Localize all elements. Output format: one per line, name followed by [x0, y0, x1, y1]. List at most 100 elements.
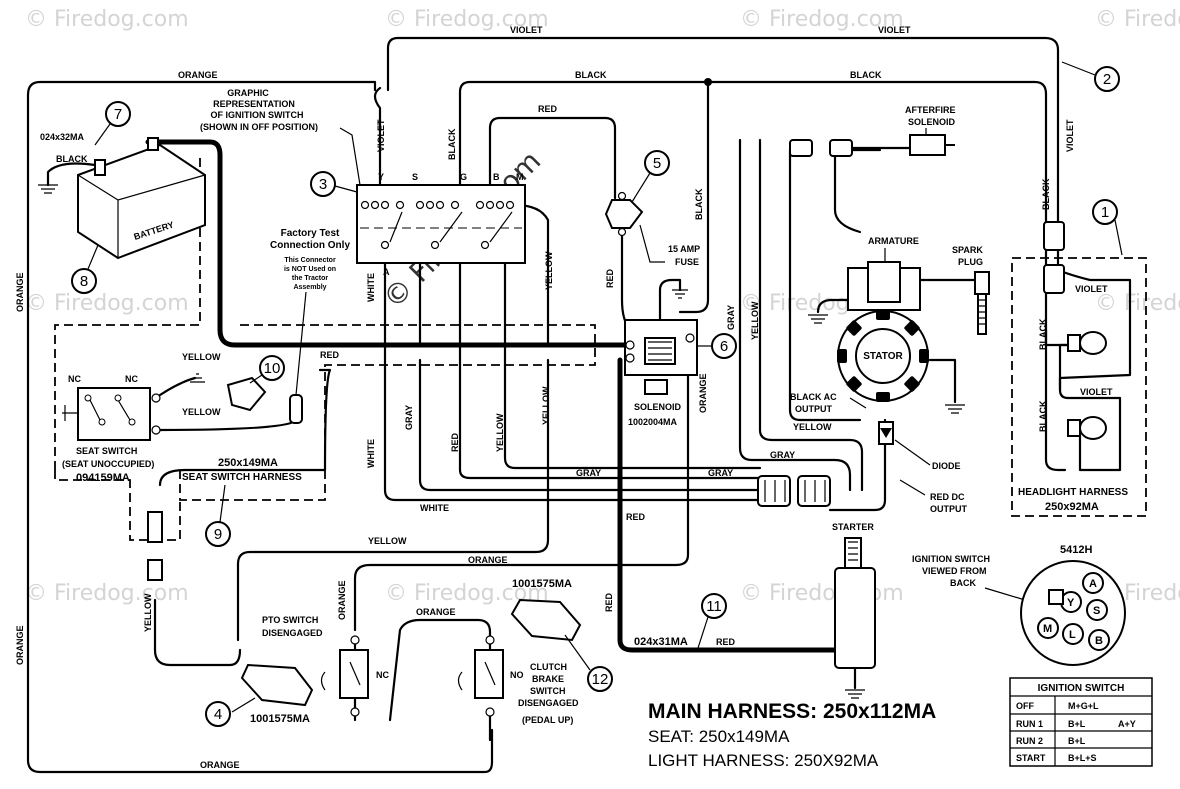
wire-label: YELLOW	[750, 301, 760, 340]
table-row: OFF M+G+L	[1016, 701, 1099, 711]
ground-icon	[808, 314, 828, 324]
watermark: © Firedog.com	[25, 7, 189, 32]
ignition-back-title: VIEWED FROM	[922, 566, 987, 576]
wire-label: GRAY	[708, 468, 733, 478]
watermark: © Firedog.com	[25, 581, 189, 606]
wire-labels: VIOLET VIOLET BLACK BLACK ORANGE RED VIO…	[15, 25, 1075, 770]
wire-label: BLACK	[575, 70, 607, 80]
svg-text:6: 6	[720, 338, 728, 355]
wire-label: ORANGE	[468, 555, 508, 565]
seat-switch-part: 094159MA	[76, 472, 130, 484]
seat-switch: NC NC SEAT SWITCH (SEAT UNOCCUPIED) 0941…	[62, 352, 267, 581]
wire-label: GRAY	[770, 450, 795, 460]
wire-label: RED	[626, 512, 646, 522]
callout-2: 2	[1061, 61, 1120, 92]
svg-text:12: 12	[592, 671, 609, 688]
factory-test-title: Connection Only	[270, 240, 350, 251]
wire-label: YELLOW	[544, 251, 554, 290]
factory-test-note: This Connector	[284, 257, 336, 264]
ground-icon	[945, 404, 965, 414]
svg-text:A+Y: A+Y	[1118, 719, 1136, 729]
ground-icon	[190, 373, 205, 383]
wire-label: ORANGE	[200, 760, 240, 770]
callout-4: 4	[205, 701, 231, 727]
clutch-no: NO	[510, 670, 524, 680]
ignition-table: IGNITION SWITCH OFF M+G+L RUN 1 B+L A+Y …	[1009, 677, 1153, 767]
ignition-caption: OF IGNITION SWITCH	[211, 110, 304, 120]
legend-seat: SEAT: 250x149MA	[648, 727, 790, 746]
wire-label: RED	[450, 432, 460, 452]
callout-10: 10	[249, 355, 285, 384]
pto-label: PTO SWITCH	[262, 615, 318, 625]
wire-label: GRAY	[576, 468, 601, 478]
headlight-bulb-upper	[1067, 331, 1107, 355]
svg-text:B+L: B+L	[1068, 719, 1086, 729]
wire-label: BLACK	[447, 128, 457, 160]
black-ac-label: OUTPUT	[795, 404, 833, 414]
table-row: RUN 2 B+L	[1016, 736, 1086, 746]
pto-label: DISENGAGED	[262, 628, 323, 638]
svg-text:10: 10	[264, 360, 281, 377]
wire-label: RED	[605, 268, 615, 288]
wire-label: ORANGE	[178, 70, 218, 80]
ground-icon	[672, 289, 688, 299]
wire-label: ORANGE	[15, 625, 25, 665]
wire-label: YELLOW	[793, 422, 832, 432]
callout-8: 8	[71, 244, 99, 294]
wire-label: YELLOW	[541, 386, 551, 425]
clutch-part: 1001575MA	[512, 578, 572, 590]
seat-harness-label: SEAT SWITCH HARNESS	[182, 472, 302, 483]
callout-3: 3	[310, 171, 358, 197]
wire-label: VIOLET	[376, 119, 386, 152]
spark-plug-label: PLUG	[958, 257, 983, 267]
wire-label: GRAY	[404, 405, 414, 430]
wire-label: ORANGE	[698, 373, 708, 413]
headlight-bulb-lower	[1067, 416, 1107, 440]
headlight-harness: VIOLET VIOLET BLACK BLACK HEADLIGHT HARN…	[1018, 221, 1128, 513]
watermark: © Firedog.com	[25, 291, 189, 316]
fuse-label: FUSE	[675, 257, 699, 267]
svg-text:B+L+S: B+L+S	[1068, 753, 1097, 763]
harness-connector	[757, 475, 831, 507]
wire-label: GRAY	[726, 305, 736, 330]
wire-label: ORANGE	[337, 580, 347, 620]
callout-11: 11	[697, 593, 727, 649]
ground-icon	[845, 689, 865, 699]
headlight-harness-part: 250x92MA	[1045, 501, 1099, 513]
ignition-back-part: 5412H	[1060, 544, 1092, 556]
wire-label: WHITE	[420, 503, 449, 513]
svg-text:8: 8	[80, 273, 88, 290]
callout-7: 7	[94, 101, 131, 146]
legend-light: LIGHT HARNESS: 250X92MA	[648, 751, 879, 770]
pto-switch: PTO SWITCH DISENGAGED NC 1001575MA	[231, 615, 389, 725]
pin-l: L	[1069, 629, 1076, 641]
stator-label: STATOR	[863, 351, 903, 362]
pin-s: S	[1093, 605, 1100, 617]
fuse-label: 15 AMP	[668, 244, 700, 254]
terminal-y: Y	[378, 172, 384, 182]
fuse: 15 AMP FUSE	[604, 191, 700, 267]
starter-cable-part: 024x31MA	[634, 636, 688, 648]
callout-6: 6	[697, 333, 737, 359]
factory-test-connection: Factory Test Connection Only This Connec…	[270, 228, 350, 424]
pto-nc: NC	[376, 670, 389, 680]
red-dc-label: OUTPUT	[930, 504, 968, 514]
wire-label: RED	[716, 637, 736, 647]
wire-label: YELLOW	[182, 352, 221, 362]
pin-a: A	[1089, 578, 1097, 590]
battery: BATTERY 024x32MA BLACK	[38, 132, 206, 260]
svg-text:OFF: OFF	[1016, 701, 1034, 711]
factory-test-note: Assembly	[293, 284, 326, 291]
solenoid-part: 1002004MA	[628, 417, 678, 427]
terminal-m: M	[516, 172, 524, 182]
solenoid-label: SOLENOID	[634, 402, 682, 412]
wire-label: VIOLET	[1065, 119, 1075, 152]
terminal-b: B	[493, 172, 500, 182]
spark-plug-label: SPARK	[952, 245, 983, 255]
wire-label: WHITE	[366, 273, 376, 302]
clutch-label: BRAKE	[532, 674, 564, 684]
pin-m: M	[1043, 623, 1052, 635]
clutch-label: CLUTCH	[530, 662, 567, 672]
wire-label: BLACK	[850, 70, 882, 80]
ignition-back-title: BACK	[950, 578, 976, 588]
